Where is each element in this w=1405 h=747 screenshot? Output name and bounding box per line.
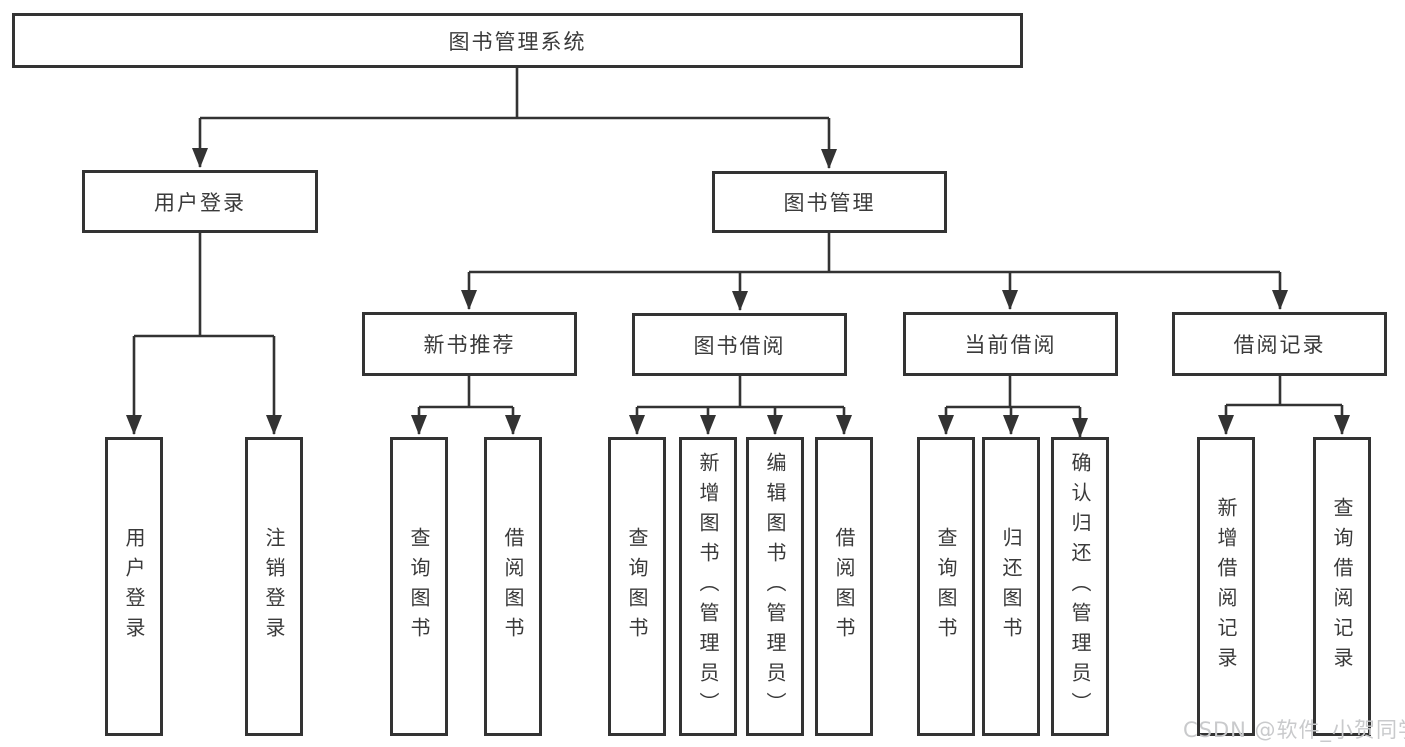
leaf-borrowing-borrow-books: 借阅图书 — [815, 437, 873, 736]
leaf-logout-login-label: 注销登录 — [262, 526, 286, 647]
leaf-user-login-label: 用户登录 — [122, 526, 146, 647]
leaf-records-add-borrow-record: 新增借阅记录 — [1197, 437, 1255, 736]
leaf-borrowing-add-books-admin: 新增图书（管理员） — [679, 437, 737, 736]
node-book-borrowing: 图书借阅 — [632, 313, 847, 376]
leaf-current-confirm-return-admin: 确认归还（管理员） — [1051, 437, 1109, 736]
leaf-current-return-books: 归还图书 — [982, 437, 1040, 736]
csdn-watermark: CSDN @软件_小贺同学 — [1183, 718, 1405, 742]
leaf-borrowing-add-books-admin-label: 新增图书（管理员） — [696, 451, 720, 722]
leaf-records-query-borrow-record: 查询借阅记录 — [1313, 437, 1371, 736]
leaf-current-confirm-return-admin-label: 确认归还（管理员） — [1068, 451, 1092, 722]
node-current-borrowing: 当前借阅 — [903, 312, 1118, 376]
leaf-logout-login: 注销登录 — [245, 437, 303, 736]
leaf-newbook-query-books-label: 查询图书 — [407, 526, 431, 647]
leaf-newbook-query-books: 查询图书 — [390, 437, 448, 736]
leaf-borrowing-query-books-label: 查询图书 — [625, 526, 649, 647]
leaf-current-return-books-label: 归还图书 — [999, 526, 1023, 647]
leaf-newbook-borrow-books: 借阅图书 — [484, 437, 542, 736]
leaf-borrowing-borrow-books-label: 借阅图书 — [832, 526, 856, 647]
node-new-book-recommend: 新书推荐 — [362, 312, 577, 376]
leaf-current-query-books: 查询图书 — [917, 437, 975, 736]
node-borrow-records: 借阅记录 — [1172, 312, 1387, 376]
leaf-user-login: 用户登录 — [105, 437, 163, 736]
leaf-borrowing-edit-books-admin: 编辑图书（管理员） — [746, 437, 804, 736]
node-book-management: 图书管理 — [712, 171, 947, 233]
leaf-borrowing-query-books: 查询图书 — [608, 437, 666, 736]
leaf-borrowing-edit-books-admin-label: 编辑图书（管理员） — [763, 451, 787, 722]
leaf-records-query-borrow-record-label: 查询借阅记录 — [1330, 496, 1354, 677]
leaf-current-query-books-label: 查询图书 — [934, 526, 958, 647]
leaf-newbook-borrow-books-label: 借阅图书 — [501, 526, 525, 647]
leaf-records-add-borrow-record-label: 新增借阅记录 — [1214, 496, 1238, 677]
node-user-login: 用户登录 — [82, 170, 318, 233]
node-system-root: 图书管理系统 — [12, 13, 1023, 68]
